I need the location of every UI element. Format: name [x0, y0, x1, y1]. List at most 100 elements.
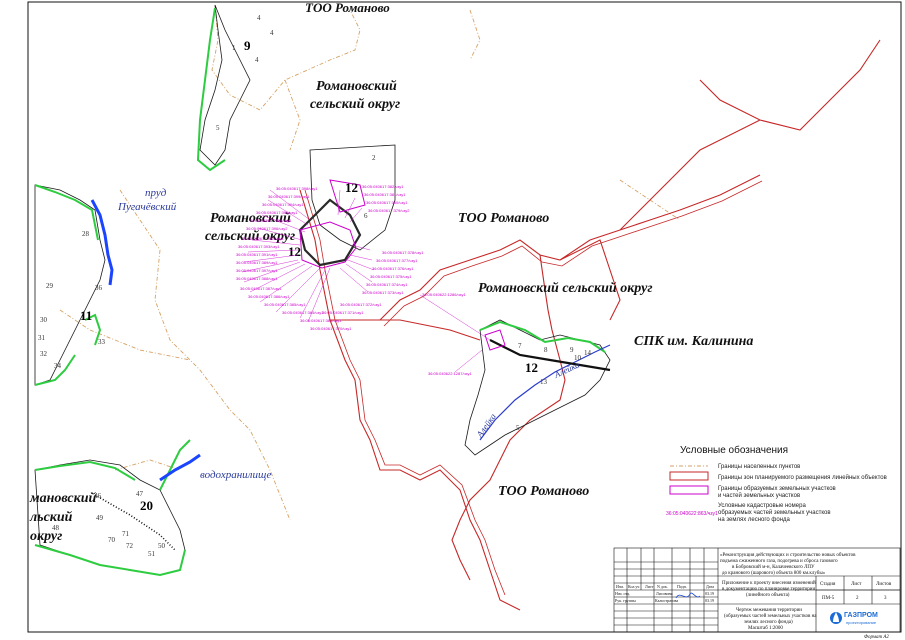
plot-number: 13 — [540, 378, 548, 386]
row-name: Калистратова — [655, 598, 678, 603]
plot-number: 49 — [96, 514, 104, 522]
cadastral-label: 36:05:040617:371/чзу1 — [322, 310, 364, 315]
plot-number: 32 — [40, 350, 48, 358]
pond-pugachevsky — [90, 199, 114, 286]
plot-number: 8 — [544, 346, 548, 354]
cadastral-label: 36:05:040617:378/чзу1 — [382, 250, 424, 255]
block-number: 20 — [140, 498, 153, 513]
cadastral-label: 36:05:040617:384/чзу1 — [282, 310, 324, 315]
label-too-romanovo-bottom: ТОО Романово — [498, 484, 589, 499]
plot-number: 4 — [270, 29, 274, 37]
cadastral-label: 36:05:040617:399/чзу1 — [268, 194, 310, 199]
cadastral-label: 36:05:040617:380/чзу1 — [366, 200, 408, 205]
forest-block-9-green — [196, 7, 226, 172]
col-header: Лист — [645, 584, 654, 589]
drawing-line: Масштаб 1:2000 — [748, 626, 783, 631]
plot-number: 47 — [136, 490, 144, 498]
magenta-cadastral-labels: 36:05:040617:398/чзу1 36:05:040617:399/ч… — [236, 184, 491, 376]
signature — [675, 592, 701, 599]
cadastral-label: 36:05:040617:393/чзу1 — [238, 244, 280, 249]
plot-number: 34 — [54, 362, 62, 370]
label-romanovsky-1: Романовский — [316, 79, 397, 94]
label-vodohranilishche: водохранилище — [200, 469, 272, 481]
plot-number: 5 — [216, 124, 220, 132]
col-header: Изм. — [616, 584, 624, 589]
forest-block-12-right-green — [479, 320, 606, 353]
cadastral-label: 36:05:040617:390/чзу1 — [256, 210, 298, 215]
forest-block-12-top — [309, 144, 396, 251]
row-date: 03.19 — [705, 598, 714, 603]
plot-number: 9 — [570, 346, 574, 354]
magenta-plot-right — [484, 329, 506, 351]
stage-value: 2 — [856, 596, 859, 601]
forest-block-12-right — [464, 319, 611, 456]
block-number: 12 — [288, 244, 301, 259]
cadastral-label: 36:05:040617:385/чзу1 — [264, 302, 306, 307]
stage-value: ПМ-5 — [822, 596, 835, 601]
plot-number: 28 — [82, 230, 90, 238]
format-label: Формат А2 — [864, 635, 889, 640]
cadastral-label: 36:05:040617:396/чзу1 — [250, 218, 292, 223]
label-romanovsky-selsky-okrug: Романовский сельский округ — [478, 281, 652, 296]
plot-number: 4 — [257, 14, 261, 22]
col-header: N док. — [657, 584, 668, 589]
logo-sub: проектирование — [846, 620, 877, 625]
col-header: Дата — [706, 584, 714, 589]
plot-number: 6 — [364, 212, 368, 220]
label-prud: пруд — [145, 187, 167, 199]
cadastral-label: 36:05:040617:394/чзу1 — [262, 202, 304, 207]
cadastral-label: 36:05:040617:386/чзу1 — [248, 294, 290, 299]
plot-number: 10 — [574, 354, 582, 362]
label-selsky-okrug-1: сельский округ — [310, 97, 400, 112]
plot-number: 2 — [372, 154, 376, 162]
cadastral-label: 36:05:040617:381/чзу1 — [364, 192, 406, 197]
cadastral-label: 36:05:040617:376/чзу1 — [372, 266, 414, 271]
leader-lines — [241, 189, 491, 373]
cadastral-label: 36:05:040617:374/чзу1 — [366, 282, 408, 287]
legend-settlement-label: Границы населенных пунктов — [718, 464, 800, 470]
label-too-romanovo-top: ТОО Романово — [305, 0, 390, 15]
cadastral-label: 36:05:040617:392/чзу1 — [242, 236, 284, 241]
legend-title: Условные обозначения — [680, 444, 788, 456]
legend-note-1: Условные кадастровые номера — [718, 503, 806, 509]
plot-number: 72 — [126, 542, 134, 550]
cadastral-label: 36:05:040617:379/чзу2 — [368, 208, 410, 213]
forest-block-11-green — [34, 184, 102, 386]
cadastral-label: 36:05:040617:397/чзу1 — [236, 268, 278, 273]
legend-note-3: на землях лесного фонда — [718, 517, 791, 523]
forest-block-11 — [34, 184, 106, 386]
stage-header: Стадия — [820, 582, 836, 587]
label-pugachevsky: Пугачёвский — [117, 201, 177, 213]
settlement-boundary — [59, 4, 681, 521]
plot-number: 14 — [584, 349, 592, 357]
logo-text: ГАЗПРОМ — [844, 612, 878, 619]
drawing-line: землях лесного фонда) — [744, 620, 793, 625]
plot-number: 71 — [122, 530, 130, 538]
plot-number: 1 — [232, 44, 236, 52]
col-header: Подп. — [677, 584, 687, 589]
label-romanovsky-3: мановский — [29, 491, 97, 506]
doc-line: в документацию по планировке территории — [722, 587, 815, 592]
row-name: Лисовина — [656, 591, 673, 596]
legend-linear-zone-label: Границы зон планируемого размещения лине… — [718, 474, 887, 481]
stage-header: Листов — [876, 582, 892, 587]
legend-number-example: 36:05:040622:863/чзу1 — [666, 511, 718, 517]
stage-value: 3 — [884, 596, 887, 601]
plot-number: 4 — [255, 56, 259, 64]
cadastral-label: 36:05:040622:1287/чзу1 — [428, 371, 472, 376]
plot-number: 31 — [38, 334, 46, 342]
project-line: «Реконструкция действующих и строительст… — [720, 553, 856, 558]
title-block-text: «Реконструкция действующих и строительст… — [615, 553, 892, 640]
label-okrug-3: округ — [30, 529, 62, 544]
forest-block-20-green — [34, 439, 191, 577]
plot-number: 50 — [158, 542, 166, 550]
project-line: в Бобровский м-н, Калачеевского ЛПУ — [732, 565, 815, 570]
river-aleika — [479, 344, 611, 441]
forest-block-9 — [199, 4, 251, 166]
project-line: подъема сжиженного газа, подогрева и сбр… — [720, 559, 838, 564]
cadastral-label: 36:05:040617:370/чзу1 — [310, 326, 352, 331]
cadastral-label: 36:05:040617:383/чзу1 — [300, 318, 342, 323]
plot-numbers: 1 4 4 4 5 2 6 28 29 30 31 32 33 34 36 7 … — [38, 14, 592, 558]
map-labels: ТОО Романово Романовский сельский округ … — [29, 0, 753, 544]
legend-plot-swatch — [669, 485, 709, 495]
